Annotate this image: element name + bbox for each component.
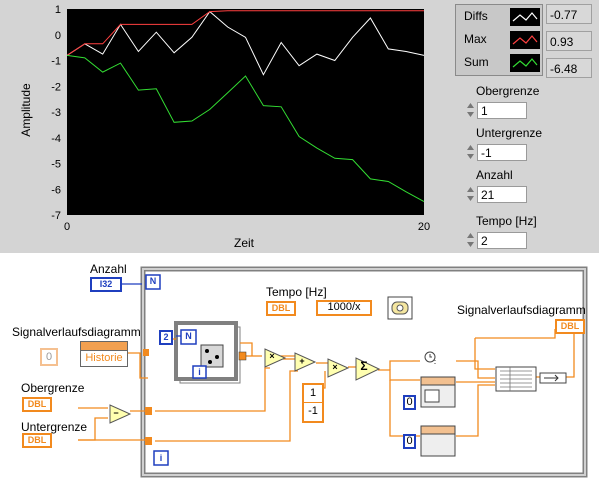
zero-constant-1[interactable]: 0 xyxy=(403,395,416,410)
obergrenze-spin-icon[interactable] xyxy=(466,101,475,119)
y-tick-label: -1 xyxy=(51,56,61,68)
obergrenze-input[interactable]: 1 xyxy=(477,102,527,119)
loop-count-constant[interactable]: 2 xyxy=(159,330,173,345)
y-tick-label: 0 xyxy=(55,30,61,42)
multiply-symbol-2: × xyxy=(332,362,338,372)
y-tick-label: -4 xyxy=(51,133,61,145)
untergrenze-terminal[interactable]: DBL xyxy=(22,433,52,448)
const-one: 1 xyxy=(304,385,322,403)
zero-constant-2[interactable]: 0 xyxy=(403,434,416,449)
tunnel xyxy=(145,437,152,445)
legend-label: Max xyxy=(464,32,487,46)
multiply-function-1[interactable] xyxy=(264,348,287,368)
y-axis-label: Amplitude xyxy=(19,83,33,137)
obergrenze-terminal[interactable]: DBL xyxy=(22,397,52,412)
sum-function[interactable] xyxy=(355,357,381,381)
outer-i-text: i xyxy=(159,453,163,463)
tunnel xyxy=(143,349,149,356)
add-function[interactable] xyxy=(294,352,317,372)
front-panel: 1 0 -1 -2 -3 -4 -5 -6 -7 0 20 Amplitude Zeit Diff… xyxy=(0,0,599,253)
y-tick-label: -5 xyxy=(51,159,61,171)
waveform-chart[interactable]: 1 0 -1 -2 -3 -4 -5 -6 -7 0 20 xyxy=(0,0,440,253)
y-tick-label: 1 xyxy=(55,4,61,16)
y-tick-label: -7 xyxy=(51,210,61,222)
plot-area xyxy=(67,9,424,215)
for-loop-count-terminal xyxy=(180,329,197,345)
y-tick-label: -3 xyxy=(51,107,61,119)
legend-item-sum[interactable]: Sum xyxy=(456,52,542,74)
tempo-formula-node[interactable]: 1000/x xyxy=(316,300,372,316)
multiply-function-2[interactable] xyxy=(327,358,350,378)
series-line-max xyxy=(66,10,424,56)
minus-symbol: − xyxy=(113,408,119,418)
multiply-symbol-1: × xyxy=(269,351,275,361)
x-tick-label: 20 xyxy=(418,221,430,233)
digital-display-sum: -6.48 xyxy=(546,58,592,78)
history-property: Historie xyxy=(85,352,123,364)
untergrenze-terminal-label: Untergrenze xyxy=(21,420,88,434)
anzahl-spin-icon[interactable] xyxy=(466,185,475,203)
property-node[interactable]: Historie xyxy=(80,341,128,367)
tempo-label: Tempo [Hz] xyxy=(476,214,537,228)
anzahl-input[interactable]: 21 xyxy=(477,186,527,203)
signal-indicator-terminal[interactable]: DBL xyxy=(555,319,585,334)
tunnel xyxy=(145,407,152,415)
add-symbol: + xyxy=(299,356,305,366)
obergrenze-terminal-label: Obergrenze xyxy=(21,381,85,395)
x-axis-label: Zeit xyxy=(234,236,255,250)
for-loop-iteration-terminal xyxy=(192,365,207,379)
series-line-sum xyxy=(66,54,425,203)
block-diagram: Anzahl I32 N Tempo [Hz] DBL 1000/x Signa… xyxy=(0,253,599,479)
series-line-diffs xyxy=(66,10,425,76)
while-n-terminal xyxy=(145,274,161,290)
anzahl-label: Anzahl xyxy=(476,168,513,182)
untergrenze-spin-icon[interactable] xyxy=(466,143,475,161)
digital-display-max: 0.93 xyxy=(546,31,592,51)
anzahl-terminal-label: Anzahl xyxy=(90,262,127,276)
digital-display-diffs: -0.77 xyxy=(546,4,592,24)
y-tick-label: -2 xyxy=(51,81,61,93)
legend-item-max[interactable]: Max xyxy=(456,29,542,51)
legend-swatch xyxy=(510,31,540,49)
const-minus-one: -1 xyxy=(308,405,318,417)
tempo-terminal[interactable]: DBL xyxy=(266,301,296,316)
n-terminal-text: N xyxy=(149,276,157,286)
tempo-input[interactable]: 2 xyxy=(477,232,527,249)
untergrenze-input[interactable]: -1 xyxy=(477,144,527,161)
tempo-spin-icon[interactable] xyxy=(466,231,475,249)
anzahl-terminal[interactable]: I32 xyxy=(90,277,122,292)
signal-indicator-label: Signalverlaufsdiagramm xyxy=(457,303,586,317)
untergrenze-label: Untergrenze xyxy=(476,126,543,140)
sum-symbol: Σ xyxy=(360,359,368,373)
indexing-tunnel xyxy=(238,351,247,361)
legend-label: Diffs xyxy=(464,9,488,23)
block-diagram-wires xyxy=(78,266,588,478)
inner-i-text: i xyxy=(198,367,201,377)
dice-icon[interactable] xyxy=(200,344,224,368)
y-tick-label: -6 xyxy=(51,184,61,196)
range-constant-array[interactable]: 1 -1 xyxy=(302,383,324,423)
legend-label: Sum xyxy=(464,55,489,69)
legend-swatch xyxy=(510,8,540,26)
signal-property-label: Signalverlaufsdiagramm xyxy=(12,325,141,339)
x-tick-label: 0 xyxy=(64,221,70,233)
while-iteration-terminal xyxy=(153,450,169,466)
obergrenze-label: Obergrenze xyxy=(476,84,540,98)
tempo-terminal-label: Tempo [Hz] xyxy=(266,285,327,299)
subtract-function[interactable] xyxy=(109,404,132,424)
plot-legend[interactable]: Diffs Max Sum xyxy=(455,4,543,76)
legend-swatch xyxy=(510,54,540,72)
history-constant[interactable]: 0 xyxy=(40,348,58,366)
inner-n-text: N xyxy=(185,331,192,341)
legend-item-diffs[interactable]: Diffs xyxy=(456,6,542,28)
